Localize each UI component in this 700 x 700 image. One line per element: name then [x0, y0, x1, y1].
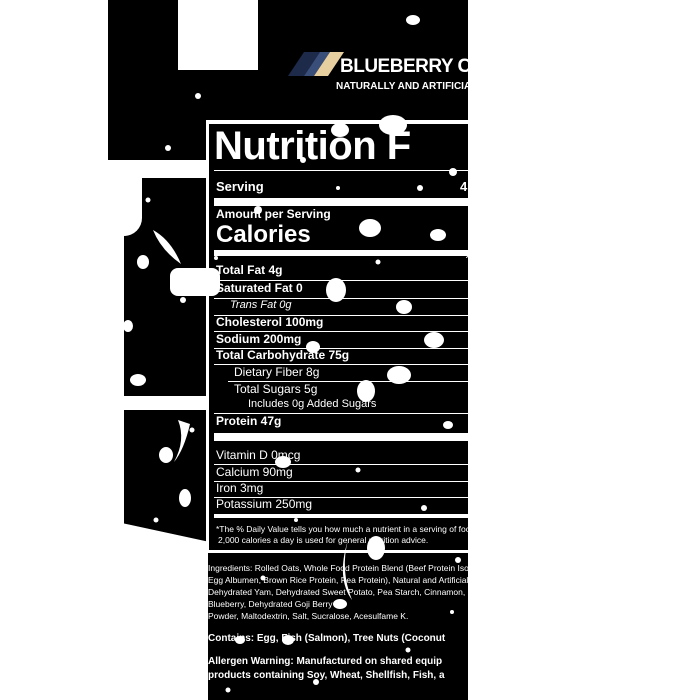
sodium-row: Sodium 200mg	[216, 332, 302, 346]
ingredients-line: Blueberry, Dehydrated Goji Berry	[208, 599, 333, 609]
calories-white-bar	[170, 268, 220, 296]
potassium-thick-rule	[214, 514, 472, 518]
protein-thick-rule	[214, 433, 472, 441]
row-divider	[214, 315, 472, 316]
row-divider	[214, 413, 472, 414]
flavor-subtitle: NATURALLY AND ARTIFICIALLY	[336, 81, 472, 92]
row-divider	[214, 348, 472, 349]
calories-label: Calories	[216, 221, 311, 248]
mid-left-white-gap	[124, 176, 142, 236]
ingredients-line: Egg Albumen, Brown Rice Protein, Pea Pro…	[208, 575, 472, 585]
cholesterol-row: Cholesterol 100mg	[216, 315, 324, 329]
trans-fat-row: Trans Fat 0g	[230, 299, 292, 311]
iron-row: Iron 3mg	[216, 481, 264, 495]
ingredients-line: Dehydrated Yam, Dehydrated Sweet Potato,…	[208, 587, 466, 597]
dietary-fiber-row: Dietary Fiber 8g	[234, 365, 320, 379]
amount-per-serving: Amount per Serving	[216, 207, 331, 221]
facts-bottom-border	[206, 550, 472, 553]
flavor-stripe-graphic	[288, 52, 344, 76]
row-divider	[214, 331, 472, 332]
potassium-row: Potassium 250mg	[216, 497, 313, 511]
row-divider	[214, 497, 472, 498]
lower-white-wedge	[108, 520, 208, 700]
daily-value-footnote: *The % Daily Value tells you how much a …	[216, 524, 472, 534]
right-gap	[468, 0, 472, 700]
ingredients-line: Powder, Maltodextrin, Salt, Sucralose, A…	[208, 611, 409, 621]
serving-label: Serving	[216, 179, 264, 194]
allergen-warning: Allergen Warning: Manufactured on shared…	[208, 656, 443, 667]
facts-title-rule	[214, 170, 472, 171]
row-divider	[214, 364, 472, 365]
row-divider	[228, 381, 472, 382]
facts-top-border	[206, 120, 472, 124]
saturated-fat-row: Saturated Fat 0	[216, 281, 303, 295]
nutrition-label-panel: BLUEBERRY COB NATURALLY AND ARTIFICIALLY…	[108, 0, 472, 700]
left-white-gap	[108, 396, 208, 410]
calcium-row: Calcium 90mg	[216, 465, 293, 479]
ingredients-line: Ingredients: Rolled Oats, Whole Food Pro…	[208, 563, 472, 573]
row-divider	[214, 481, 472, 482]
allergen-contains: Contains: Egg, Fish (Salmon), Tree Nuts …	[208, 633, 446, 644]
serving-thick-rule	[214, 198, 472, 206]
allergen-warning-line2: products containing Soy, Wheat, Shellfis…	[208, 670, 445, 681]
added-sugars-row: Includes 0g Added Sugars	[248, 398, 377, 410]
row-divider	[214, 280, 472, 281]
left-white-notch	[108, 160, 208, 178]
splatter-texture	[118, 6, 461, 693]
protein-row: Protein 47g	[216, 414, 282, 428]
facts-left-border	[206, 120, 209, 550]
calories-thick-rule	[214, 250, 472, 256]
serving-count: 4	[460, 179, 468, 194]
flavor-name: BLUEBERRY COB	[340, 56, 472, 77]
facts-title: Nutrition F	[214, 124, 411, 168]
total-sugars-row: Total Sugars 5g	[234, 382, 318, 396]
daily-value-footnote-line2: 2,000 calories a day is used for general…	[218, 535, 429, 545]
row-divider	[214, 464, 472, 465]
total-fat-row: Total Fat 4g	[216, 263, 283, 277]
